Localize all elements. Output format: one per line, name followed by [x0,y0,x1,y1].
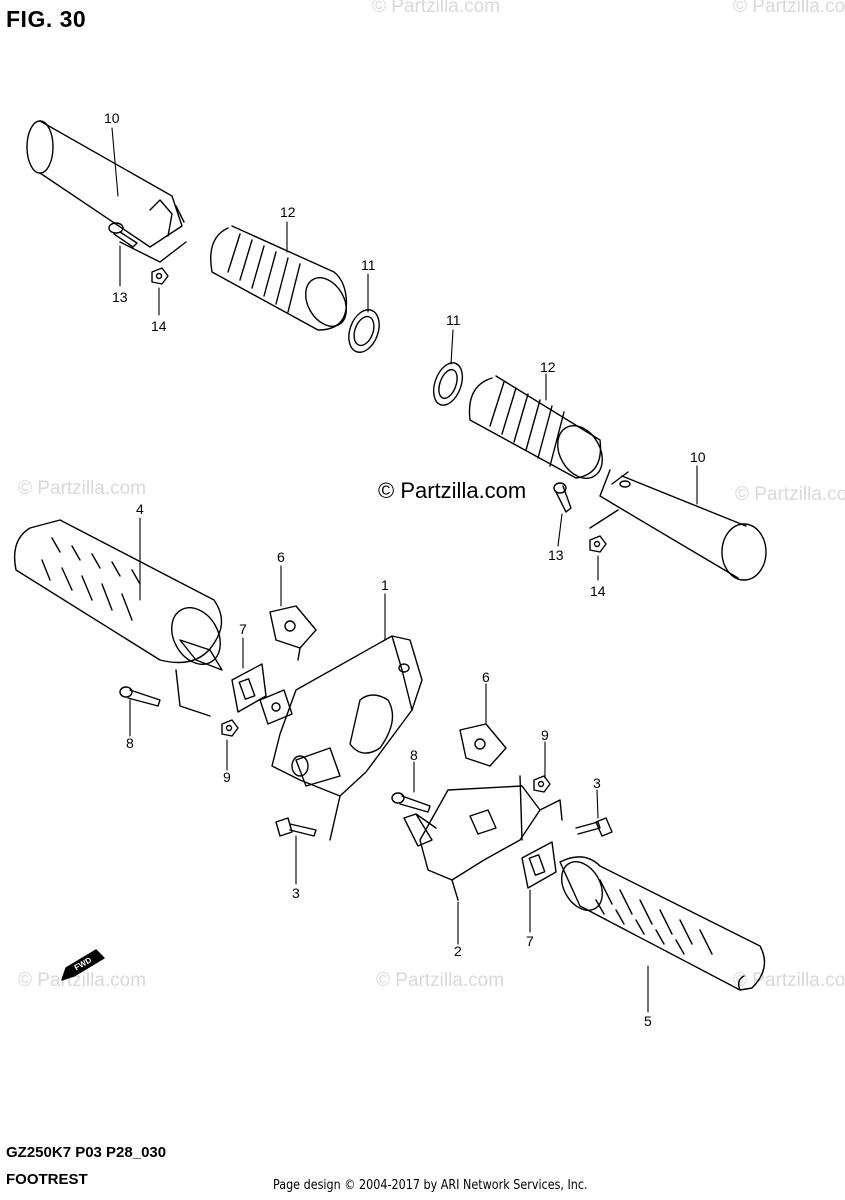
nut-9-left [221,719,239,737]
model-code: GZ250K7 P03 P28_030 [6,1144,167,1161]
callout-4: 4 [136,501,144,517]
callout-2: 2 [454,943,462,959]
spacer-left [259,689,293,725]
forward-direction-arrow [61,949,105,981]
section-name: FOOTREST [6,1171,88,1188]
callout-6-right: 6 [482,669,490,685]
peg-rubber-12-upper-right [468,375,603,479]
callout-12-upper-left: 12 [280,204,296,220]
callout-5: 5 [644,1013,652,1029]
footrest-bracket-2 [403,775,563,901]
nut-14-upper-right [589,535,607,553]
bolt-3-right [575,817,613,837]
washer-11-upper-right [432,362,464,406]
watermark: © Partzilla.com [372,0,501,17]
washer-7-right [521,841,557,889]
bolt-13-upper-right [553,482,572,513]
leader-lines [111,127,698,1013]
washer-11-upper-left [348,309,380,353]
callout-6-left: 6 [277,549,285,565]
figure-label: FIG. 30 [6,6,87,32]
nut-9-right [533,775,551,793]
callout-13-upper-right: 13 [548,547,564,563]
callout-3-left: 3 [292,885,300,901]
watermark: © Partzilla.com [376,970,505,991]
footrest-bracket-1 [271,635,423,841]
watermark: © Partzilla.com [18,970,147,991]
footrest-4-left [13,519,223,717]
callout-12-upper-right: 12 [540,359,556,375]
callout-1: 1 [381,577,389,593]
watermark: © Partzilla.com [733,0,845,17]
callout-14-upper-left: 14 [151,318,167,334]
callout-7-right: 7 [526,933,534,949]
callout-10-upper-right: 10 [690,449,706,465]
callout-8-left: 8 [126,735,134,751]
pillion-peg-holder-upper-left [26,120,187,263]
bolt-8-right [391,792,431,813]
callout-11-upper-left: 11 [361,257,376,273]
pin-6-left [269,605,317,661]
nut-14-upper-left [151,267,169,285]
callout-10-upper-left: 10 [104,110,120,126]
page-credit: Page design © 2004-2017 by ARI Network S… [273,1178,588,1193]
callout-14-upper-right: 14 [590,583,606,599]
callout-13-upper-left: 13 [112,289,128,305]
center-watermark: © Partzilla.com [378,478,527,503]
bolt-3-left [275,817,317,837]
watermark: © Partzilla.com [18,478,147,499]
pillion-peg-holder-upper-right [589,469,767,581]
washer-7-left [231,663,267,713]
footrest-5-right [559,856,766,991]
callout-11-upper-right: 11 [446,312,461,328]
callout-8-right: 8 [410,747,418,763]
peg-rubber-12-upper-left [210,225,348,331]
callout-9-right: 9 [541,727,549,743]
callout-3-right: 3 [593,775,601,791]
callout-7-left: 7 [239,621,247,637]
watermark: © Partzilla.com [735,484,845,505]
bolt-13-upper-left [108,222,138,248]
callout-labels: 10 12 11 13 14 11 12 10 13 14 4 6 1 7 6 … [73,110,706,1029]
pin-6-right [459,723,507,767]
callout-9-left: 9 [223,769,231,785]
bolt-8-left [119,686,161,707]
